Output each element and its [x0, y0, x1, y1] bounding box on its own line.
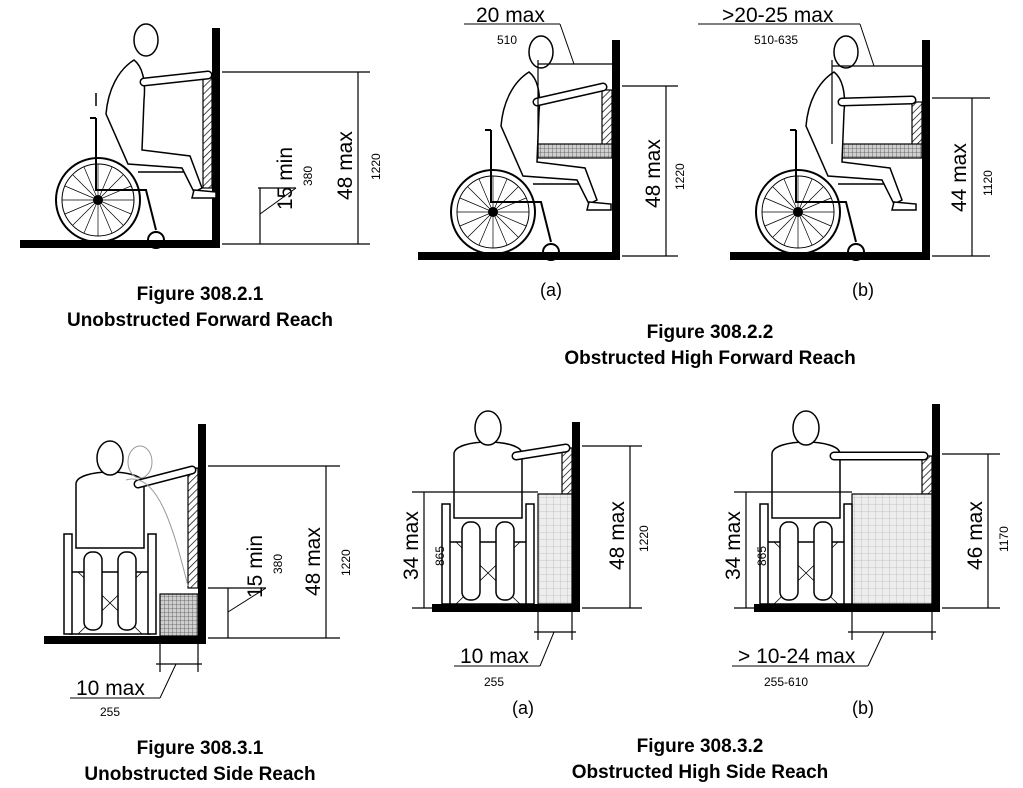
caption-308-3-2: Figure 308.3.2 Obstructed High Side Reac… — [520, 734, 880, 786]
caption-subtitle: Obstructed High Forward Reach — [564, 348, 856, 369]
dim-max-label: 48 max — [302, 527, 325, 596]
figure-308-2-2-a: 20 max 510 48 max 1220 (a) — [418, 4, 687, 300]
wall-control-panel — [911, 101, 923, 146]
wheelchair-user-front-icon — [441, 410, 571, 605]
caption-subtitle: Unobstructed Side Reach — [84, 764, 316, 785]
floor-line — [44, 636, 206, 644]
height-label: 48 max — [642, 139, 665, 208]
dim-max-metric: 1220 — [339, 549, 353, 576]
subfigure-label: (a) — [540, 280, 562, 300]
caption-308-3-1: Figure 308.3.1 Unobstructed Side Reach — [40, 736, 360, 788]
figure-308-3-2-b: 34 max 865 46 max 1170 > 10-24 max 255-6… — [722, 404, 1011, 718]
wall-line — [932, 404, 940, 612]
subfigure-label: (b) — [852, 280, 874, 300]
wall-line — [922, 40, 930, 260]
figure-308-2-1: 15 min 380 48 max 1220 — [20, 24, 383, 248]
wall-control-panel — [187, 467, 199, 589]
offset-metric: 255 — [100, 705, 120, 719]
floor-line — [754, 604, 940, 612]
dim-max-metric: 1220 — [369, 153, 383, 180]
caption-subtitle: Unobstructed Forward Reach — [66, 310, 334, 331]
offset-label: 10 max — [76, 677, 145, 700]
height-metric: 1120 — [981, 170, 995, 196]
wheelchair-user-icon — [451, 36, 611, 260]
base-obstruction — [159, 593, 199, 637]
caption-title: Figure 308.3.2 — [636, 736, 764, 757]
height-label: 44 max — [948, 143, 971, 212]
height-metric: 1170 — [997, 526, 1011, 552]
wall-line — [198, 424, 206, 644]
caption-title: Figure 308.2.2 — [646, 322, 774, 343]
depth-label: 10 max — [460, 645, 529, 668]
figure-308-3-1: 15 min 380 48 max 1220 10 max 255 — [44, 424, 353, 719]
height-metric: 1220 — [673, 163, 687, 190]
obst-height-label: 34 max — [722, 511, 745, 580]
depth-metric: 510 — [497, 33, 517, 47]
obst-height-label: 34 max — [400, 511, 423, 580]
dim-min-metric: 380 — [301, 166, 315, 186]
counter-obstruction — [537, 143, 613, 159]
wall-line — [212, 28, 220, 248]
ghost-figure — [125, 445, 189, 587]
subfigure-label: (a) — [512, 698, 534, 718]
caption-308-2-1: Figure 308.2.1 Unobstructed Forward Reac… — [40, 282, 360, 334]
depth-label: >20-25 max — [722, 4, 834, 27]
dim-min-label: 15 min — [274, 147, 297, 210]
subfigure-label: (b) — [852, 698, 874, 718]
height-label: 46 max — [964, 501, 987, 570]
depth-metric: 255-610 — [764, 675, 808, 689]
floor-line — [432, 604, 580, 612]
wheelchair-user-front-icon — [759, 410, 929, 605]
wall-control-panel — [601, 89, 613, 146]
caption-subtitle: Obstructed High Side Reach — [571, 762, 829, 783]
counter-obstruction — [831, 143, 923, 159]
floor-line — [730, 252, 930, 260]
wall-line — [572, 422, 580, 612]
caption-308-2-2: Figure 308.2.2 Obstructed High Forward R… — [520, 320, 900, 372]
height-metric: 1220 — [637, 525, 651, 552]
counter-obstruction — [537, 493, 573, 605]
depth-metric: 510-635 — [754, 33, 798, 47]
wall-line — [612, 40, 620, 260]
wall-control-panel — [202, 77, 213, 189]
height-label: 48 max — [606, 501, 629, 570]
obst-height-metric: 865 — [755, 546, 769, 566]
dim-max-label: 48 max — [334, 131, 357, 200]
floor-line — [20, 240, 220, 248]
caption-title: Figure 308.3.1 — [136, 738, 264, 759]
wheelchair-user-front-icon — [63, 440, 197, 635]
wall-control-panel — [561, 447, 573, 495]
wheelchair-user-icon — [56, 24, 216, 248]
wall-control-panel — [921, 455, 933, 495]
depth-metric: 255 — [484, 675, 504, 689]
obst-height-metric: 865 — [433, 546, 447, 566]
dim-min-metric: 380 — [271, 554, 285, 574]
counter-obstruction — [851, 493, 933, 605]
wheelchair-user-icon — [756, 36, 916, 260]
depth-label: 20 max — [476, 4, 545, 27]
caption-title: Figure 308.2.1 — [136, 284, 264, 305]
figure-308-3-2-a: 34 max 865 48 max 1220 10 max 255 (a) — [400, 410, 651, 718]
dim-min-label: 15 min — [244, 535, 267, 598]
depth-label: > 10-24 max — [738, 645, 856, 668]
floor-line — [418, 252, 620, 260]
figure-308-2-2-b: >20-25 max 510-635 44 max 1120 (b) — [698, 4, 995, 300]
